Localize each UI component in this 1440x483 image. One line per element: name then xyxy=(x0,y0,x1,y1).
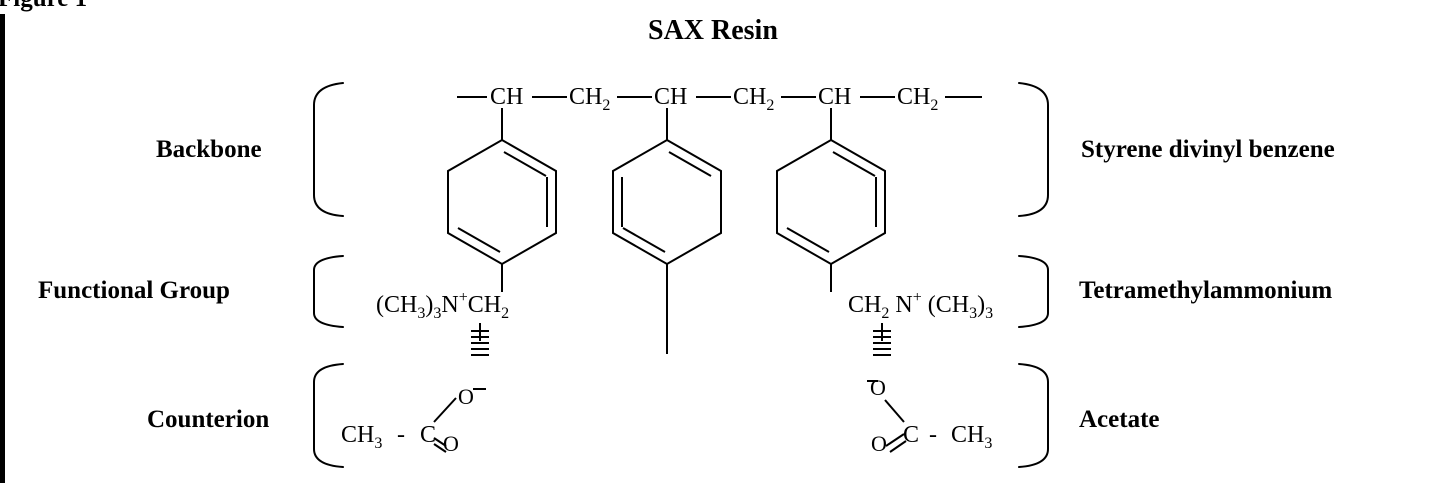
right-acetate-bonds xyxy=(867,380,907,453)
right-acetate-carbon: C xyxy=(903,422,920,448)
bracket-right-counterion xyxy=(1018,363,1049,468)
chain-ch-3: CH xyxy=(818,84,852,110)
figure-label: Figure 1 xyxy=(0,0,87,11)
left-acetate-bonds xyxy=(433,388,486,453)
right-acetate-dash: - xyxy=(929,422,937,448)
left-acetate-oxygen-anion: O xyxy=(458,384,474,409)
benzene-ring-2 xyxy=(612,138,722,266)
benzene-ring-1 xyxy=(447,138,557,266)
left-acetate-oxygen: O xyxy=(443,431,459,456)
left-acetate-methyl: CH3 xyxy=(341,422,383,452)
left-trimethylammonium: (CH3)3N+CH2 xyxy=(376,289,510,322)
chain-ch-1: CH xyxy=(490,84,524,110)
right-trimethylammonium: CH2 N+ (CH3)3 xyxy=(848,289,994,322)
ionic-interaction-right xyxy=(873,323,891,356)
label-counterion: Counterion xyxy=(147,406,270,433)
label-functional-group: Functional Group xyxy=(38,277,230,304)
figure-left-rule xyxy=(0,14,5,483)
chain-ch2-3: CH2 xyxy=(897,84,939,114)
bracket-right-functional xyxy=(1018,255,1049,328)
bracket-right-backbone xyxy=(1018,82,1049,217)
bracket-left-backbone xyxy=(313,82,344,217)
chain-ch-2: CH xyxy=(654,84,688,110)
left-acetate-dash: - xyxy=(397,422,405,448)
backbone-bonds xyxy=(457,96,982,140)
left-acetate-carbon: C xyxy=(420,422,437,448)
bracket-left-counterion xyxy=(313,363,344,468)
label-acetate: Acetate xyxy=(1079,406,1160,433)
bracket-left-functional xyxy=(313,255,344,328)
diagram-title: SAX Resin xyxy=(648,15,778,46)
chain-ch2-2: CH2 xyxy=(733,84,775,114)
chain-ch2-1: CH2 xyxy=(569,84,611,114)
label-backbone: Backbone xyxy=(156,136,262,163)
label-styrene-divinyl-benzene: Styrene divinyl benzene xyxy=(1081,136,1335,163)
ionic-interaction-left xyxy=(471,323,489,356)
right-acetate-oxygen: O xyxy=(871,431,887,456)
label-tetramethylammonium: Tetramethylammonium xyxy=(1079,277,1333,304)
benzene-ring-3 xyxy=(776,138,886,266)
right-acetate-methyl: CH3 xyxy=(951,422,993,452)
